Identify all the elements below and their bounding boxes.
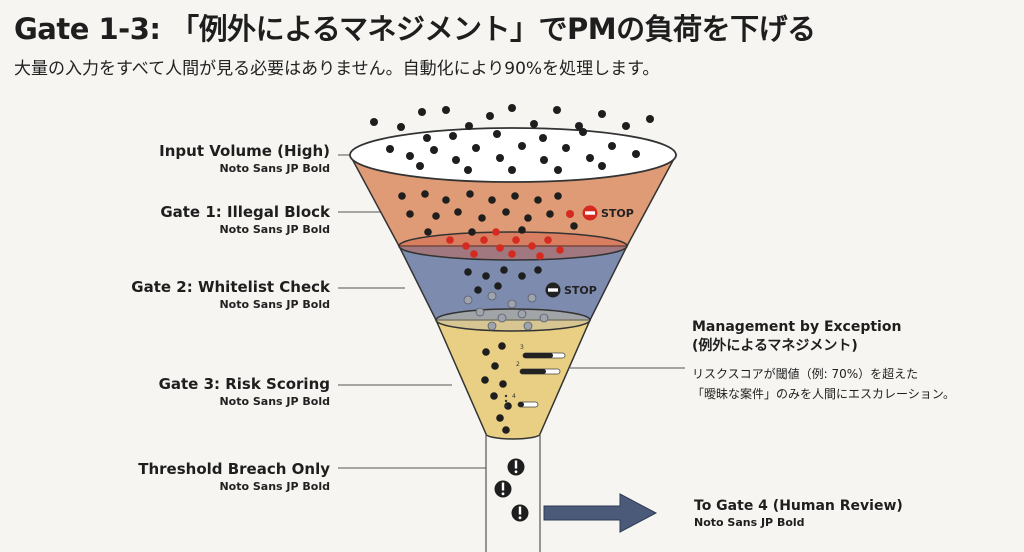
risk-mark-1: 3 [520, 344, 524, 351]
exception-body-2: 「曖昧な案件」のみを人間にエスカレーション。 [692, 387, 956, 401]
stage-gate1: Gate 1: Illegal Block Noto Sans JP Bold [10, 203, 330, 236]
escalated-items [494, 458, 529, 522]
input-dots [370, 104, 654, 174]
stage-font-note: Noto Sans JP Bold [219, 162, 330, 175]
stage-label: Threshold Breach Only [138, 460, 330, 478]
stage-gate3: Gate 3: Risk Scoring Noto Sans JP Bold [10, 375, 330, 408]
stage-label: Gate 1: Illegal Block [160, 203, 330, 221]
exclamation-icon [507, 458, 525, 476]
gate2-pass-dots [463, 291, 549, 331]
gate2-stop-label: STOP [564, 284, 597, 297]
gate2-gate3-divider [435, 308, 591, 332]
funnel-spout [485, 434, 541, 552]
gate3-score-bars [504, 352, 566, 408]
stage-font-note: Noto Sans JP Bold [219, 395, 330, 408]
exit-label: To Gate 4 (Human Review) Noto Sans JP Bo… [694, 498, 903, 529]
gate3-band [434, 319, 592, 440]
right-arrow-icon [543, 493, 658, 533]
exclamation-icon [511, 504, 529, 522]
gate3-dots [481, 342, 512, 434]
gate1-stop-icon [582, 205, 598, 221]
risk-mark-3: 4 [512, 393, 516, 400]
gate1-stop-label: STOP [601, 207, 634, 220]
page-title: Gate 1-3: 「例外によるマネジメント」でPMの負荷を下げる [14, 12, 816, 46]
stage-label: Gate 2: Whitelist Check [131, 278, 330, 296]
exception-body-1: リスクスコアが閾値（例: 70%）を超えた [692, 367, 919, 381]
stage-input: Input Volume (High) Noto Sans JP Bold [10, 142, 330, 175]
stage-label: Input Volume (High) [159, 142, 330, 160]
risk-mark-2: 2 [516, 361, 520, 368]
gate2-stop-icon [545, 282, 561, 298]
stage-threshold: Threshold Breach Only Noto Sans JP Bold [10, 460, 330, 493]
exit-font-note: Noto Sans JP Bold [694, 516, 805, 529]
exception-heading-2: (例外によるマネジメント) [692, 338, 858, 354]
gate1-dots [398, 190, 578, 236]
stage-font-note: Noto Sans JP Bold [219, 223, 330, 236]
rejected-dots [446, 210, 574, 260]
gate1-gate2-divider [398, 231, 628, 261]
stage-label: Gate 3: Risk Scoring [158, 375, 330, 393]
exclamation-icon [494, 480, 512, 498]
exit-label-main: To Gate 4 (Human Review) [694, 498, 903, 514]
stage-gate2: Gate 2: Whitelist Check Noto Sans JP Bol… [10, 278, 330, 311]
stage-font-note: Noto Sans JP Bold [219, 298, 330, 311]
stage-font-note: Noto Sans JP Bold [219, 480, 330, 493]
page-subtitle: 大量の入力をすべて人間が見る必要はありません。自動化により90%を処理します。 [14, 59, 660, 79]
exception-note: Management by Exception (例外によるマネジメント) リス… [692, 318, 1012, 404]
exception-heading-1: Management by Exception [692, 319, 902, 335]
gate2-dots [464, 266, 542, 294]
funnel-top-rim [349, 127, 677, 183]
